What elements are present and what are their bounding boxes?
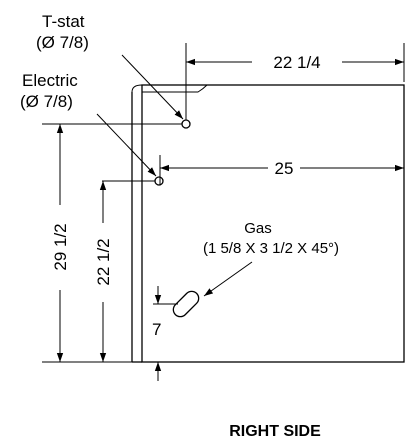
dim-mid-width-label: 25 xyxy=(275,159,294,178)
dim-top-width: 22 1/4 xyxy=(185,43,405,120)
dim-gas-offset-label: 7 xyxy=(152,320,161,339)
electric-leader-arrow xyxy=(96,113,157,177)
electric-label: Electric xyxy=(22,71,78,90)
gas-leader-arrow xyxy=(203,261,253,297)
gas-dimensions-label: (1 5/8 X 3 1/2 X 45°) xyxy=(203,240,339,257)
electric-diameter-label: (Ø 7/8) xyxy=(20,92,73,111)
tstat-diameter-label: (Ø 7/8) xyxy=(36,33,89,52)
electric-hole xyxy=(154,176,164,186)
panel-face xyxy=(141,84,405,363)
dim-left-height-inner-label: 22 1/2 xyxy=(94,238,113,285)
tstat-hole xyxy=(181,119,191,129)
dim-left-height-outer-label: 29 1/2 xyxy=(51,223,70,270)
flange-top-lip xyxy=(131,84,209,93)
dim-left-height-inner: 22 1/2 xyxy=(94,181,113,362)
dim-gas-offset: 7 xyxy=(152,286,178,381)
dim-left-height-outer: 29 1/2 xyxy=(42,124,132,363)
tstat-label: T-stat xyxy=(42,12,85,31)
dim-mid-width: 25 xyxy=(159,155,404,185)
panel-outline xyxy=(131,84,405,363)
tstat-leader-arrow xyxy=(121,54,184,120)
gas-slot xyxy=(172,290,200,318)
view-title: RIGHT SIDE xyxy=(229,423,321,440)
gas-label: Gas xyxy=(244,220,272,237)
dim-top-width-label: 22 1/4 xyxy=(273,53,320,72)
